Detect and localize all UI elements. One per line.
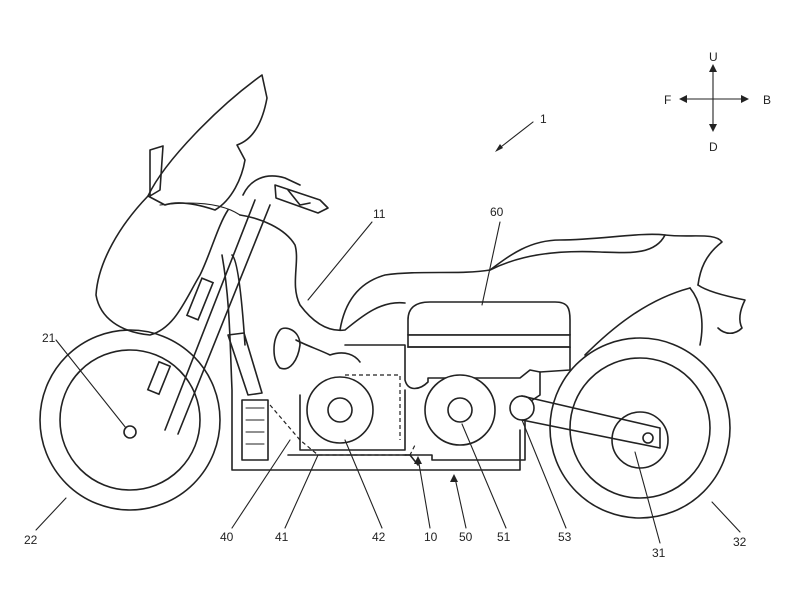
label-40: 40	[220, 530, 234, 544]
arrowhead-50	[450, 474, 458, 482]
frame-line	[232, 255, 245, 345]
label-22: 22	[24, 533, 38, 547]
battery-base	[408, 347, 570, 372]
label-41: 41	[275, 530, 289, 544]
seat	[340, 234, 722, 330]
compass-down-arrow	[709, 124, 717, 132]
leader-21	[56, 340, 126, 428]
leader-42	[345, 440, 382, 528]
leader-1	[497, 122, 533, 150]
label-11: 11	[373, 207, 386, 221]
label-53: 53	[558, 530, 572, 544]
compass-back-arrow	[741, 95, 749, 103]
label-50: 50	[459, 530, 473, 544]
compass-label-back: B	[763, 93, 771, 107]
motor-hub	[448, 398, 472, 422]
radiator-fins	[246, 408, 264, 444]
drive-pulley-hub	[328, 398, 352, 422]
leader-53	[522, 420, 566, 528]
compass-label-up: U	[709, 50, 718, 64]
fork-clamp-axle	[148, 362, 170, 394]
leader-51	[462, 424, 506, 528]
compass-label-front: F	[664, 93, 671, 107]
rear-wheel	[550, 338, 730, 518]
swingarm	[522, 396, 660, 448]
battery-band	[408, 335, 570, 347]
label-60: 60	[490, 205, 504, 219]
figure-reference: 1	[495, 112, 547, 152]
reference-labels: 11 60 21 22 40 41 42 10 50 51 53 31 32	[24, 205, 747, 560]
arrowhead-10	[414, 456, 422, 464]
handlebar	[275, 185, 328, 213]
label-42: 42	[372, 530, 386, 544]
compass-up-arrow	[709, 64, 717, 72]
leader-11	[308, 222, 372, 300]
label-51: 51	[497, 530, 511, 544]
rear-rim	[570, 358, 710, 498]
inner-contour	[296, 340, 360, 362]
leader-60	[482, 222, 500, 305]
handlebar-mount	[243, 176, 300, 195]
powertrain	[242, 345, 540, 465]
fork-tube-rear	[165, 200, 255, 430]
leader-40	[232, 440, 290, 528]
swingarm-pivot	[510, 396, 534, 420]
fairing-edge	[160, 203, 240, 215]
leader-10	[418, 458, 430, 528]
tail-support	[690, 288, 702, 345]
radiator	[242, 400, 268, 460]
label-31: 31	[652, 546, 666, 560]
compass-front-arrow	[679, 95, 687, 103]
windshield	[148, 75, 267, 210]
leader-22	[36, 498, 66, 530]
leader-50	[455, 478, 466, 528]
rear-tire-outer	[550, 338, 730, 518]
label-10: 10	[424, 530, 438, 544]
leg-shield-inner	[240, 215, 405, 330]
battery-box	[408, 302, 570, 372]
orientation-compass: U D F B	[664, 50, 771, 154]
leader-32	[712, 502, 740, 532]
rear-fender	[698, 285, 745, 333]
label-21: 21	[42, 331, 56, 345]
rear-axle	[643, 433, 653, 443]
arrowhead-1	[495, 144, 503, 152]
compass-label-down: D	[709, 140, 718, 154]
swing-arm	[510, 396, 660, 448]
front-fairing	[96, 196, 228, 335]
label-1: 1	[540, 112, 547, 126]
battery-lid	[408, 302, 570, 335]
cover-opening	[274, 328, 300, 369]
label-32: 32	[733, 535, 747, 549]
fork-clamp-lower	[187, 278, 213, 320]
leader-41	[285, 455, 318, 528]
